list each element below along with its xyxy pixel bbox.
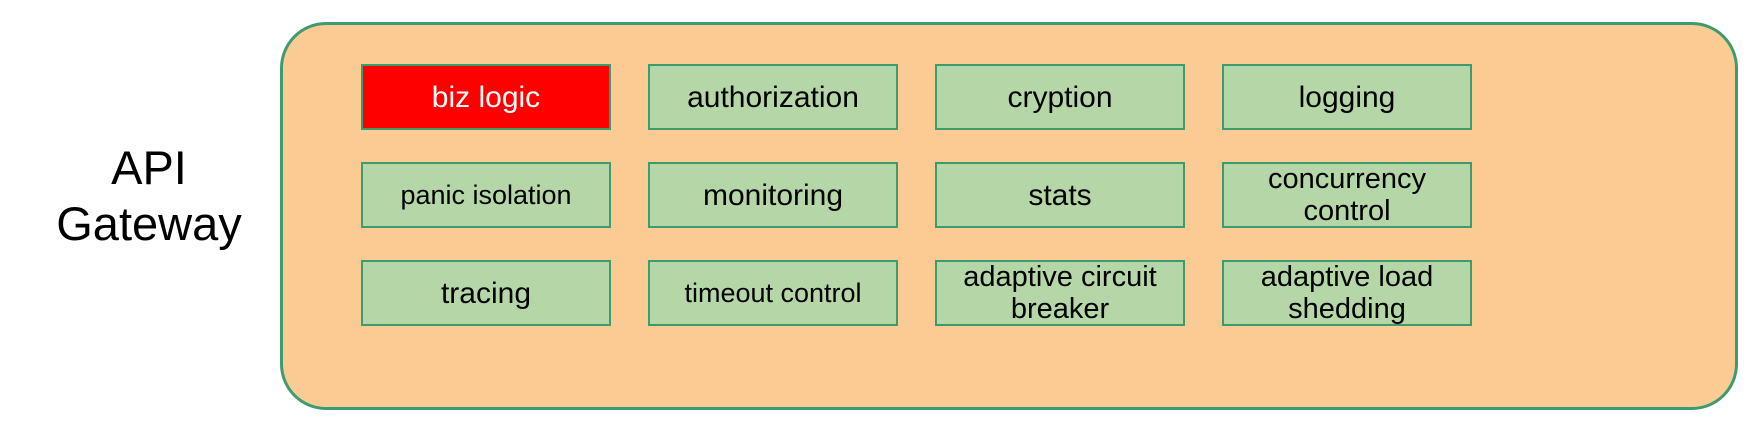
service-box-panic-isolation[interactable]: panic isolation bbox=[361, 162, 611, 228]
service-box-label: monitoring bbox=[702, 178, 844, 212]
service-box-label: panic isolation bbox=[400, 179, 572, 210]
service-box-adaptive-circuit-breaker[interactable]: adaptive circuit breaker bbox=[935, 260, 1185, 326]
service-box-label: concurrency control bbox=[1268, 163, 1426, 227]
service-box-tracing[interactable]: tracing bbox=[361, 260, 611, 326]
service-box-label: stats bbox=[1028, 178, 1092, 212]
api-gateway-label: API Gateway bbox=[56, 141, 242, 250]
service-box-logging[interactable]: logging bbox=[1222, 64, 1472, 130]
service-box-timeout-control[interactable]: timeout control bbox=[648, 260, 898, 326]
service-box-stats[interactable]: stats bbox=[935, 162, 1185, 228]
service-box-concurrency-control[interactable]: concurrency control bbox=[1222, 162, 1472, 228]
service-grid: biz logic authorization cryption logging… bbox=[361, 64, 1673, 370]
service-box-biz-logic[interactable]: biz logic bbox=[361, 64, 611, 130]
service-box-label: adaptive circuit breaker bbox=[963, 261, 1157, 325]
service-box-cryption[interactable]: cryption bbox=[935, 64, 1185, 130]
service-box-adaptive-load-shedding[interactable]: adaptive load shedding bbox=[1222, 260, 1472, 326]
service-box-label: cryption bbox=[1007, 80, 1113, 114]
service-box-label: biz logic bbox=[431, 80, 541, 114]
service-box-label: tracing bbox=[440, 276, 532, 310]
service-box-monitoring[interactable]: monitoring bbox=[648, 162, 898, 228]
service-box-label: adaptive load shedding bbox=[1260, 261, 1434, 325]
service-box-authorization[interactable]: authorization bbox=[648, 64, 898, 130]
service-box-label: timeout control bbox=[684, 277, 862, 308]
service-box-label: logging bbox=[1298, 80, 1396, 114]
service-box-label: authorization bbox=[687, 80, 859, 114]
api-gateway-container: biz logic authorization cryption logging… bbox=[280, 22, 1738, 410]
